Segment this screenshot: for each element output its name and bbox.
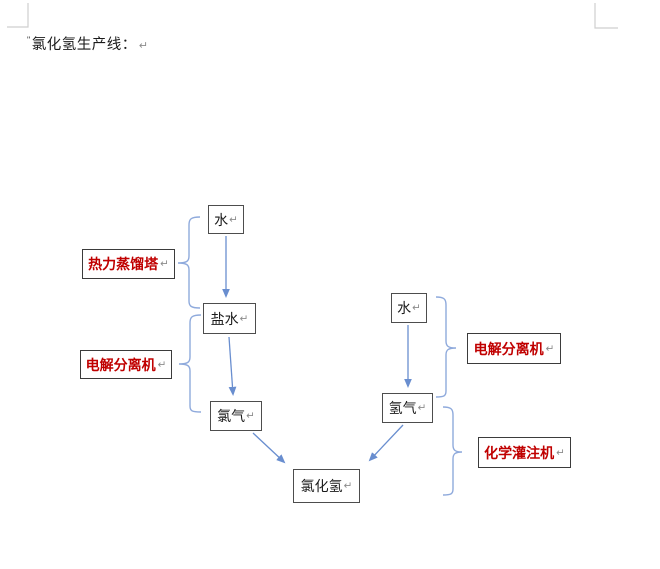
label-text: 电解分离机 — [473, 340, 544, 357]
node-label: 盐水 — [210, 310, 239, 327]
label-text: 化学灌注机 — [484, 444, 555, 461]
node-brine[interactable]: 盐水↵ — [203, 303, 256, 334]
label-electrolysis-separator-left[interactable]: 电解分离机↵ — [80, 350, 172, 379]
paragraph-return-mark: ↵ — [160, 258, 169, 270]
cropmark-top-right — [594, 3, 618, 29]
node-chlorine-gas[interactable]: 氯气↵ — [210, 401, 262, 431]
brace-thermal-distillation[interactable] — [177, 216, 201, 309]
node-water-left[interactable]: 水↵ — [208, 205, 244, 234]
brace-electrolysis-right[interactable] — [435, 296, 457, 398]
arrow-brine-to-chlorine[interactable] — [228, 336, 237, 396]
paragraph-return-mark: ↵ — [556, 446, 565, 459]
label-chemical-filling-machine[interactable]: 化学灌注机↵ — [478, 437, 571, 468]
paragraph-return-mark: ↵ — [138, 40, 149, 52]
node-water-right[interactable]: 水↵ — [391, 293, 427, 323]
bookmark-mark: " — [27, 35, 31, 45]
paragraph-return-mark: ↵ — [343, 480, 353, 492]
paragraph-return-mark: ↵ — [545, 342, 555, 355]
node-label: 氯化氢 — [300, 478, 343, 494]
node-label: 氢气 — [388, 400, 417, 416]
label-text: 电解分离机 — [85, 356, 156, 373]
document-title[interactable]: "氯化氢生产线：↵ — [27, 33, 148, 54]
brace-chemical-filling[interactable] — [442, 406, 463, 496]
paragraph-return-mark: ↵ — [157, 358, 167, 371]
node-label: 水 — [214, 211, 229, 228]
node-hydrogen-gas[interactable]: 氢气↵ — [382, 393, 433, 423]
label-electrolysis-separator-right[interactable]: 电解分离机↵ — [467, 333, 561, 364]
paragraph-return-mark: ↵ — [412, 302, 421, 314]
cropmark-top-left — [7, 3, 29, 28]
arrow-hydrogen-to-hcl[interactable] — [368, 424, 404, 462]
brace-electrolysis-left[interactable] — [178, 314, 202, 413]
node-label: 氯气 — [217, 408, 246, 424]
label-thermal-distillation-tower[interactable]: 热力蒸馏塔↵ — [82, 249, 175, 279]
paragraph-return-mark: ↵ — [229, 213, 238, 226]
paragraph-return-mark: ↵ — [239, 312, 249, 325]
node-label: 水 — [397, 300, 412, 316]
paragraph-return-mark: ↵ — [417, 402, 427, 414]
title-text: 氯化氢生产线： — [31, 37, 137, 53]
arrow-chlorine-to-hcl[interactable] — [252, 432, 286, 464]
paragraph-return-mark: ↵ — [246, 410, 255, 422]
label-text: 热力蒸馏塔 — [88, 256, 159, 272]
node-hydrogen-chloride[interactable]: 氯化氢↵ — [293, 469, 360, 503]
